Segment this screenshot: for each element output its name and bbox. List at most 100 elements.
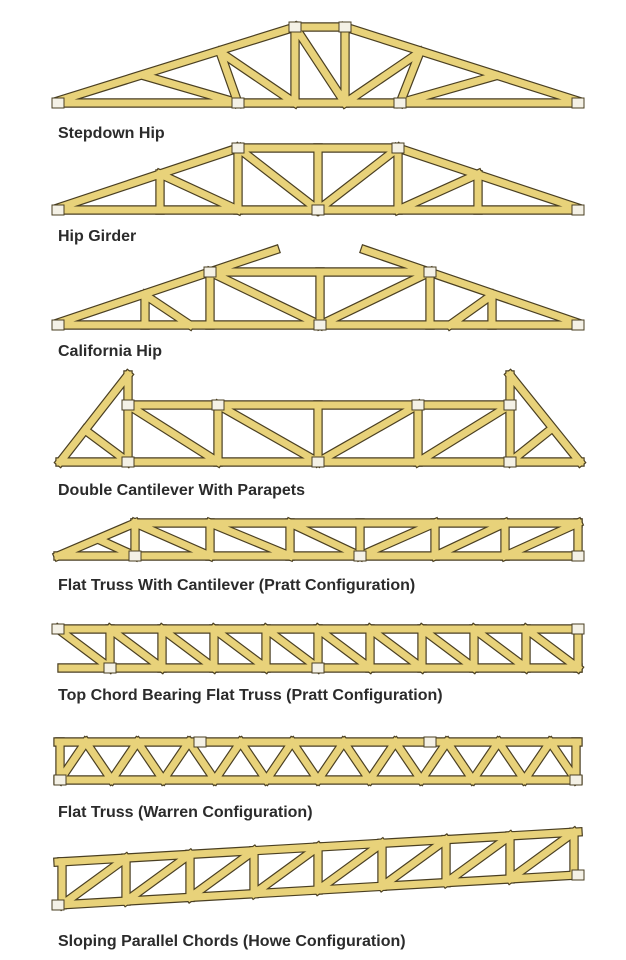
truss-member — [390, 737, 427, 785]
connector-plate — [313, 319, 327, 331]
truss-member — [140, 290, 195, 330]
truss-member — [445, 290, 497, 330]
label-stepdown-hip: Stepdown Hip — [58, 125, 165, 142]
truss-member — [123, 400, 223, 467]
truss-member — [130, 518, 215, 561]
label-sloping-howe: Sloping Parallel Chords (Howe Configurat… — [58, 933, 406, 950]
label-double-cantilever: Double Cantilever With Parapets — [58, 482, 306, 499]
truss-member — [80, 737, 117, 785]
truss-member — [80, 425, 133, 467]
connector-plate — [571, 97, 585, 109]
truss-member — [53, 245, 280, 328]
truss-member — [205, 518, 295, 561]
connector-plate — [571, 204, 585, 216]
truss-member — [132, 737, 169, 785]
connector-plate — [53, 774, 67, 786]
truss-member — [53, 143, 243, 213]
truss-member — [315, 267, 435, 330]
connector-plate — [211, 399, 225, 411]
truss-member — [57, 853, 131, 910]
truss-member — [519, 737, 556, 785]
connector-plate — [311, 662, 325, 674]
connector-plate — [193, 736, 207, 748]
truss-member — [313, 400, 423, 467]
connector-plate — [231, 97, 245, 109]
connector-plate — [569, 774, 583, 786]
truss-member — [395, 47, 425, 108]
connector-plate — [51, 623, 65, 635]
truss-member — [121, 849, 195, 906]
connector-plate — [51, 97, 65, 109]
label-flat-truss-cantilever: Flat Truss With Cantilever (Pratt Config… — [58, 577, 416, 594]
truss-member — [413, 400, 515, 467]
truss-member — [313, 624, 375, 673]
truss-member — [53, 624, 115, 673]
truss-member — [545, 737, 581, 785]
truss-member — [441, 831, 515, 888]
truss-member — [505, 425, 555, 467]
truss-member — [442, 737, 478, 785]
truss-member — [105, 624, 167, 673]
label-warren: Flat Truss (Warren Configuration) — [58, 804, 313, 821]
connector-plate — [311, 204, 325, 216]
truss-member — [261, 624, 323, 673]
connector-plate — [338, 21, 352, 33]
truss-member — [313, 143, 403, 215]
connector-plate — [503, 399, 517, 411]
connector-plate — [571, 550, 585, 562]
connector-plate — [51, 204, 65, 216]
label-top-chord-bearing: Top Chord Bearing Flat Truss (Pratt Conf… — [58, 687, 443, 704]
connector-plate — [503, 456, 517, 468]
label-california-hip: California Hip — [58, 343, 163, 360]
truss-member — [261, 737, 298, 785]
truss-member — [53, 22, 300, 106]
connector-plate — [51, 899, 65, 911]
truss-member — [185, 845, 259, 903]
connector-plate — [353, 550, 367, 562]
truss-member — [209, 624, 271, 673]
truss-member — [338, 737, 375, 785]
connector-plate — [411, 399, 425, 411]
truss-member — [416, 737, 452, 785]
connector-plate — [288, 21, 302, 33]
truss-member — [184, 737, 220, 785]
truss-member — [365, 624, 427, 673]
truss-member — [364, 737, 401, 785]
truss-member — [233, 143, 323, 215]
truss-member — [287, 737, 323, 785]
truss-member — [393, 143, 583, 213]
connector-plate — [128, 550, 142, 562]
connector-plate — [571, 869, 585, 881]
connector-plate — [311, 456, 325, 468]
truss-member — [493, 737, 530, 785]
connector-plate — [571, 623, 585, 635]
connector-plate — [121, 399, 135, 411]
truss-member — [340, 22, 583, 106]
truss-member — [377, 834, 451, 892]
truss-member — [249, 842, 323, 899]
truss-member — [393, 169, 483, 215]
truss-member — [521, 624, 583, 673]
truss-member — [235, 737, 272, 785]
connector-plate — [103, 662, 117, 674]
connector-plate — [423, 736, 437, 748]
truss-member — [355, 518, 440, 561]
truss-member — [158, 737, 194, 785]
truss-member — [505, 827, 579, 884]
connector-plate — [391, 142, 405, 154]
truss-member — [313, 838, 387, 895]
truss-member — [313, 737, 349, 785]
connector-plate — [393, 97, 407, 109]
connector-plate — [231, 142, 245, 154]
truss-member — [395, 71, 500, 108]
connector-plate — [203, 266, 217, 278]
truss-member — [469, 624, 531, 673]
truss-member — [205, 267, 325, 330]
truss-member — [500, 518, 583, 561]
truss-member — [360, 245, 583, 328]
connector-plate — [423, 266, 437, 278]
truss-member — [215, 47, 300, 108]
label-hip-girder: Hip Girder — [58, 228, 137, 245]
